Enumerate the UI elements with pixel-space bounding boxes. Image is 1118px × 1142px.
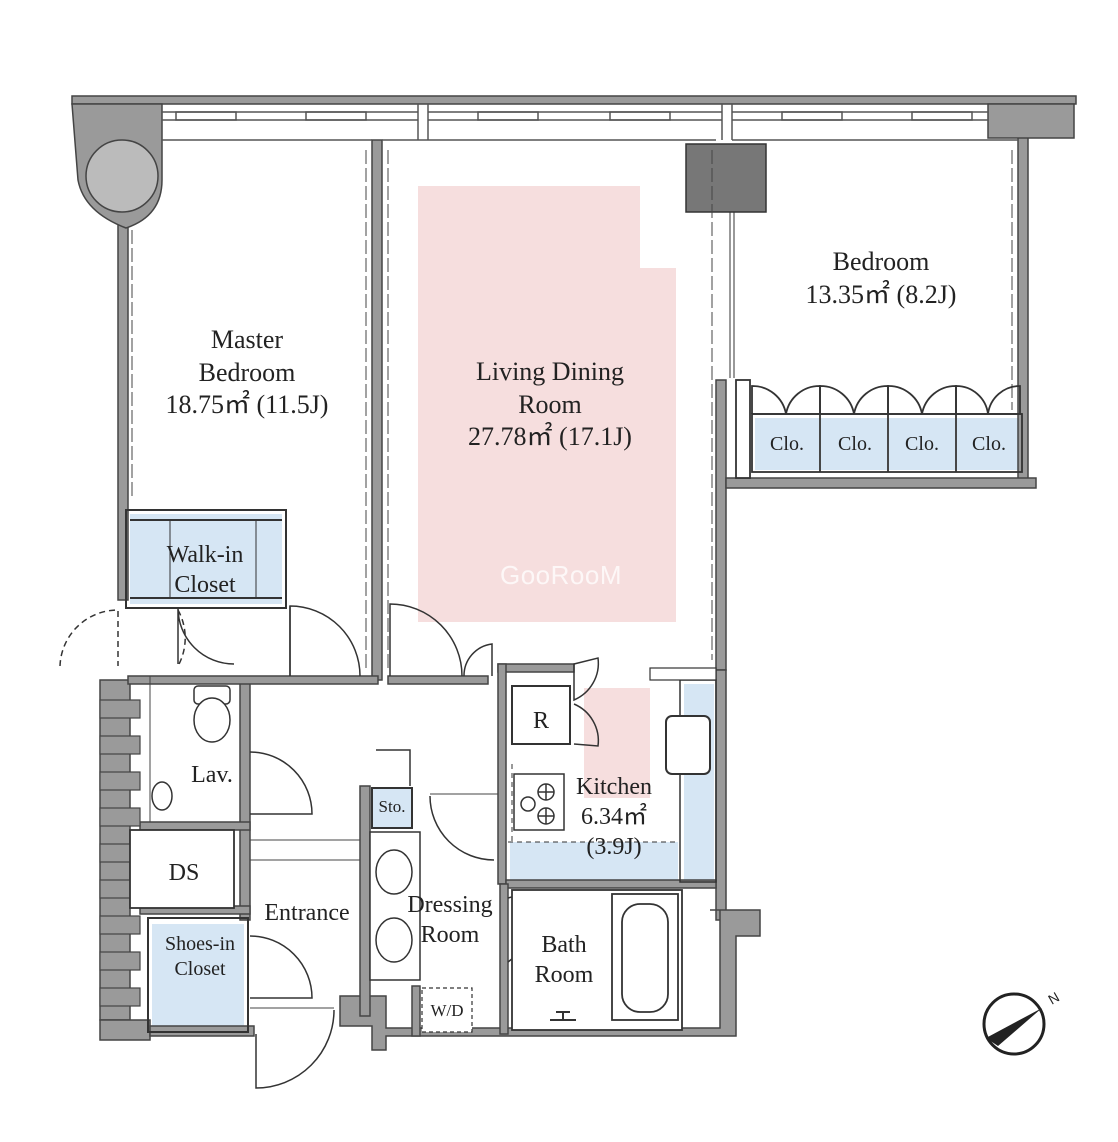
living-label: Living Dining Room 27.78㎡ (17.1J)	[432, 356, 668, 454]
shoes-closet-fill	[152, 924, 244, 1030]
clo-label-4: Clo.	[972, 433, 1006, 455]
walkin-line1: Walk-in	[166, 542, 244, 568]
dressing-line2: Room	[420, 922, 480, 948]
lav-sink	[151, 781, 173, 811]
clo-fill-group	[755, 418, 1019, 470]
clo-label-1: Clo.	[770, 433, 804, 455]
master-bedroom-area: 18.75㎡ (11.5J)	[165, 390, 329, 419]
stove	[513, 773, 565, 831]
bath-room-label: Bath Room	[520, 930, 608, 990]
ds-label: DS	[168, 860, 200, 886]
bedroom-area: 13.35㎡ (8.2J)	[805, 279, 957, 309]
dressing-room-label: Dressing Room	[394, 890, 506, 950]
clo-closets	[735, 379, 1023, 479]
clo-label-3: Clo.	[905, 433, 939, 455]
ds-shaft	[129, 829, 235, 909]
kitchen-floor-fill	[510, 842, 678, 880]
lav-label: Lav.	[191, 762, 233, 788]
walkin-line2: Closet	[174, 572, 236, 598]
washer-dryer-label: W/D	[430, 1001, 464, 1020]
washer-dryer	[421, 987, 473, 1033]
shoes-closet	[147, 917, 249, 1033]
kitchen-counter-fill	[684, 684, 714, 880]
shoes-line1: Shoes-in	[165, 933, 235, 955]
kitchen-line2: 6.34㎡	[581, 804, 647, 830]
bedroom-label: Bedroom 13.35㎡ (8.2J)	[776, 246, 986, 311]
living-line1: Living Dining	[475, 357, 625, 386]
kitchen-label: Kitchen 6.34㎡ (3.9J)	[554, 772, 674, 862]
walkin-closet-label: Walk-in Closet	[134, 540, 276, 600]
bathtub	[511, 889, 683, 1031]
clo-label-2: Clo.	[838, 433, 872, 455]
kitchen-highlight	[584, 688, 650, 798]
top-windows	[162, 104, 1018, 141]
living-line2: Room	[518, 389, 582, 419]
kitchen-sink	[665, 715, 711, 775]
column-circle	[85, 139, 159, 213]
dressing-sinks	[369, 831, 421, 981]
watermark: GooRooM	[500, 560, 622, 590]
master-bedroom-line1: Master	[210, 325, 284, 354]
walkin-closet-fill	[130, 514, 282, 604]
bath-line1: Bath	[541, 932, 587, 958]
north-arrow-icon	[982, 992, 1046, 1056]
bath-faucet	[550, 1011, 576, 1021]
storage-label: Sto.	[378, 797, 406, 816]
walkin-closet	[125, 509, 287, 609]
bedroom-line1: Bedroom	[832, 247, 930, 276]
toilet	[193, 685, 231, 743]
living-area: 27.78㎡ (17.1J)	[468, 422, 632, 451]
shoes-line2: Closet	[174, 958, 226, 980]
refrigerator	[511, 685, 571, 745]
dressing-line1: Dressing	[407, 892, 493, 918]
ac-unit	[685, 143, 767, 213]
living-highlight	[418, 186, 676, 622]
kitchen-line3: (3.9J)	[586, 834, 642, 860]
master-bedroom-label: Master Bedroom 18.75㎡ (11.5J)	[140, 324, 354, 422]
entrance-label: Entrance	[264, 900, 350, 926]
bath-line2: Room	[534, 962, 594, 988]
kitchen-line1: Kitchen	[576, 774, 652, 800]
master-bedroom-line2: Bedroom	[198, 357, 296, 387]
refrigerator-label: R	[532, 708, 549, 734]
storage	[371, 787, 413, 829]
shoes-closet-label: Shoes-in Closet	[150, 932, 250, 982]
